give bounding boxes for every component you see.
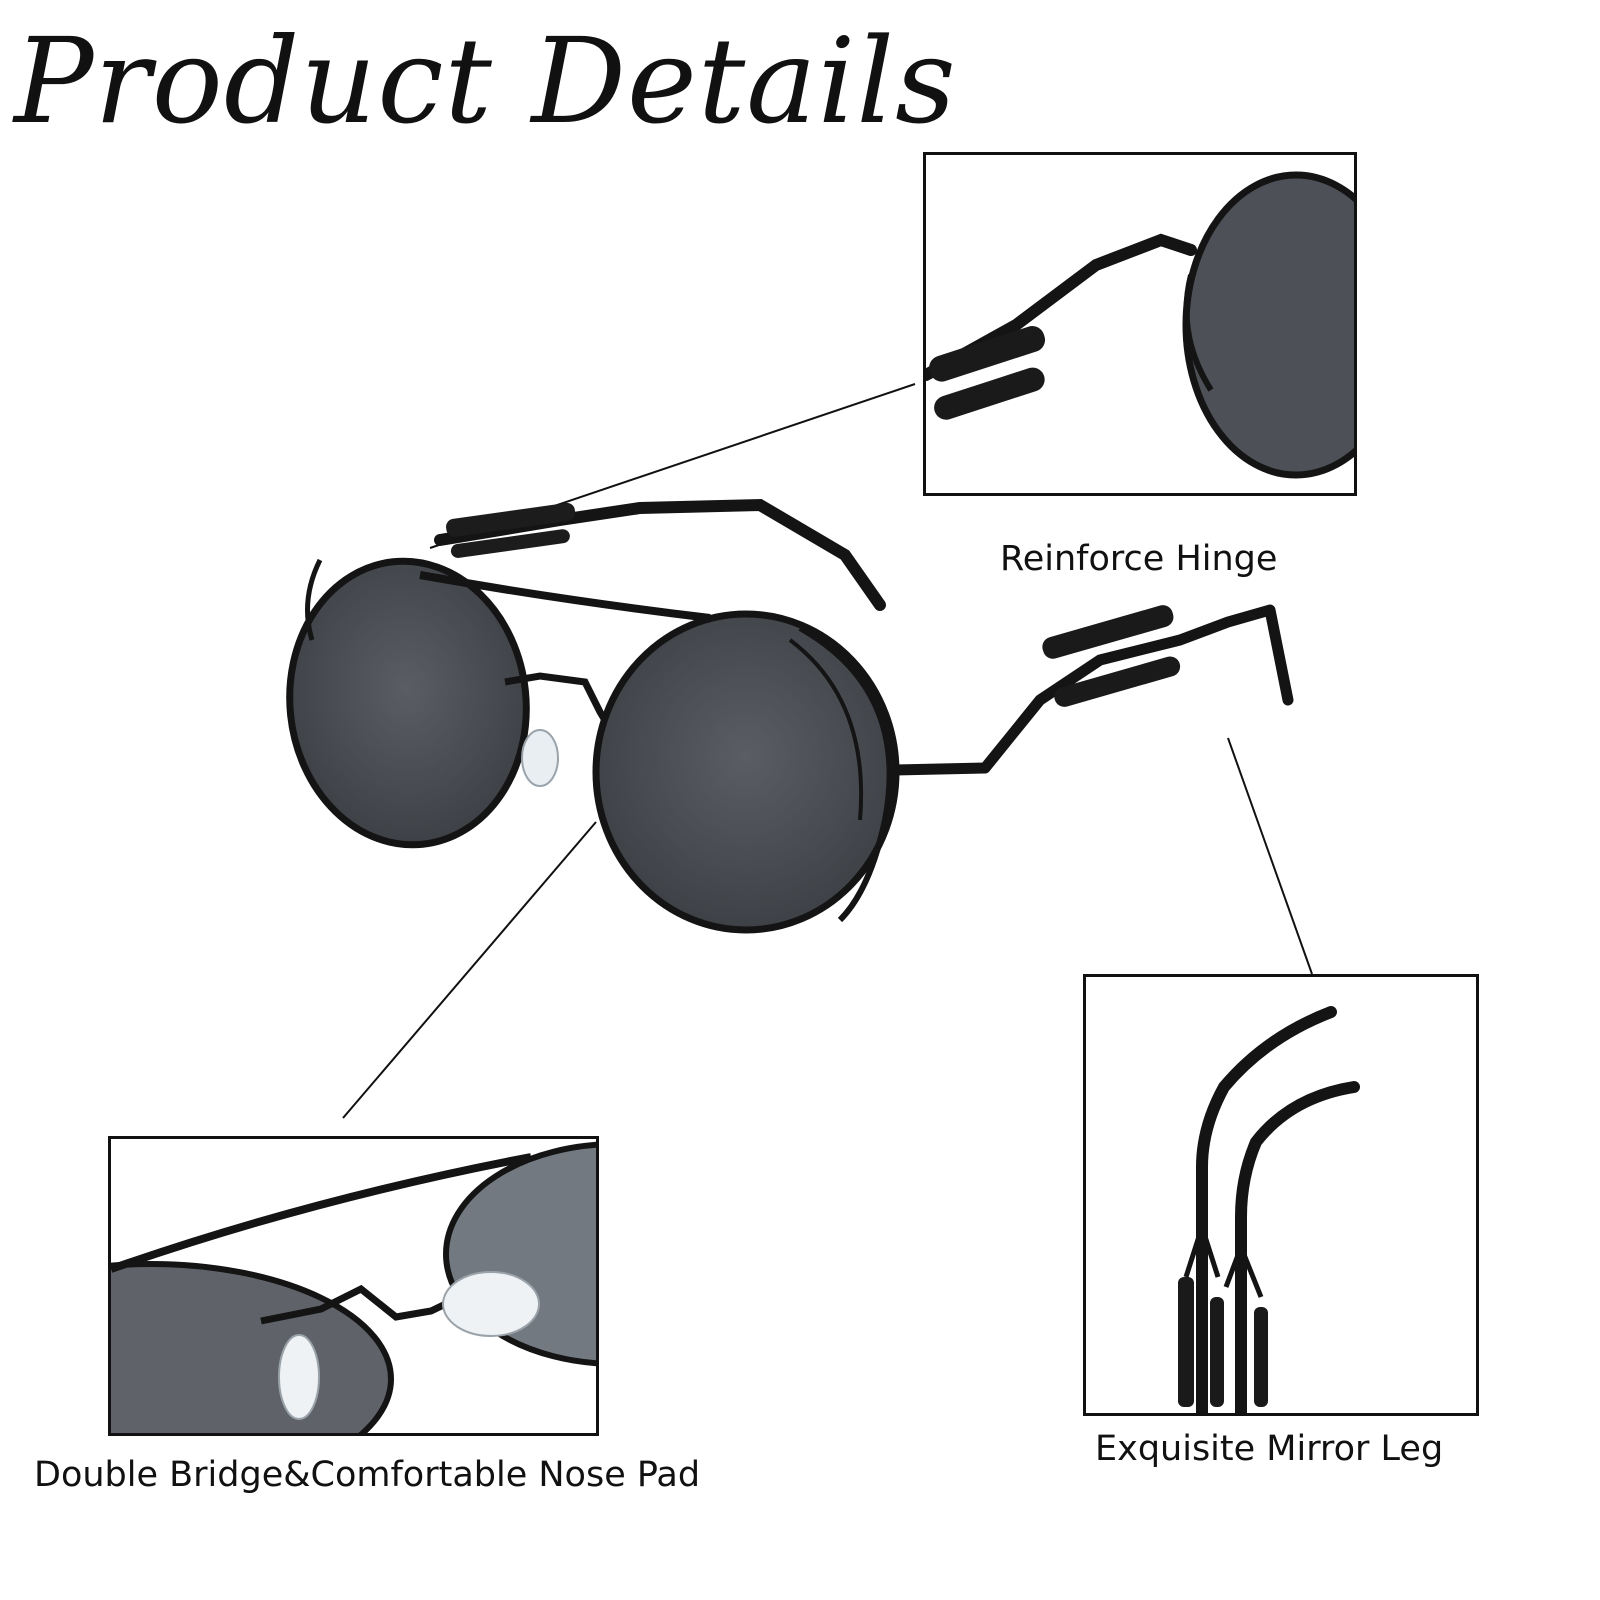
caption-double-bridge: Double Bridge&Comfortable Nose Pad bbox=[34, 1455, 701, 1495]
nose-pad-left bbox=[521, 729, 559, 787]
left-lens bbox=[286, 557, 530, 849]
detail-box-hinge bbox=[923, 152, 1357, 496]
bridge-closeup-image bbox=[111, 1141, 596, 1433]
near-spring-bottom bbox=[1054, 656, 1181, 707]
near-spring-top bbox=[1042, 605, 1174, 659]
far-spring bbox=[446, 502, 576, 537]
hinge-closeup-image bbox=[926, 171, 1354, 479]
right-lens bbox=[592, 610, 900, 934]
pointer-line-bridge bbox=[342, 821, 597, 1119]
top-bridge bbox=[419, 571, 711, 622]
caption-reinforce-hinge: Reinforce Hinge bbox=[1000, 539, 1278, 579]
detail-box-bridge bbox=[108, 1136, 599, 1436]
near-temple-arm bbox=[889, 604, 1294, 776]
caption-mirror-leg: Exquisite Mirror Leg bbox=[1095, 1429, 1444, 1469]
pointer-line-leg bbox=[1227, 737, 1313, 975]
leg-closeup-image bbox=[1178, 1006, 1360, 1413]
page-title: Product Details bbox=[14, 12, 957, 150]
detail-box-leg bbox=[1083, 974, 1479, 1416]
